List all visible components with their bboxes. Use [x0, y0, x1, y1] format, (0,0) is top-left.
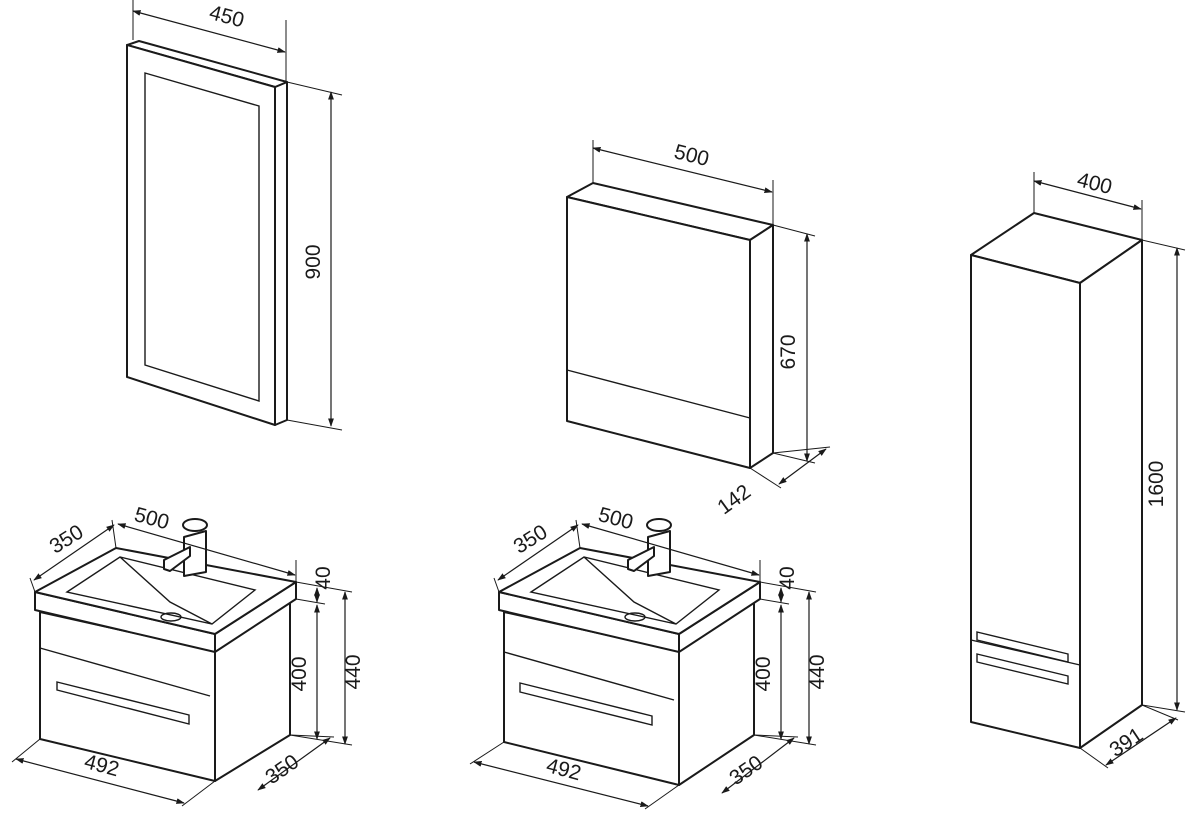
tall-cabinet-side [1079, 239, 1143, 749]
mirror-cabinet-side [749, 224, 774, 469]
mirror-frame [126, 44, 276, 426]
vanity-right-drawer-split [503, 651, 675, 701]
mirror-cabinet-height-dimension: 670 [772, 224, 816, 464]
tall-cabinet-handle-upper [976, 631, 1069, 663]
vanity-left-drain [160, 612, 182, 622]
mirror-height-dimension: 900 [286, 81, 343, 431]
tall-cabinet-height-dimension: 1600 [1141, 239, 1186, 713]
vanity-left-height-dimensions: 40 400 440 [288, 566, 365, 746]
vanity-left [34, 518, 297, 782]
vanity-right-top-thickness-label: 40 [776, 566, 799, 589]
mirror-side [274, 81, 288, 426]
vanity-left-drawer-split [39, 647, 211, 697]
tall-cabinet-handle-lower [976, 653, 1069, 685]
vanity-left-body-height-label: 400 [288, 656, 311, 691]
vanity-left-drawer-handle [56, 681, 190, 725]
vanity-right [498, 518, 761, 786]
mirror-cabinet-front [566, 196, 751, 469]
mirror-cabinet-width-label: 500 [672, 140, 712, 171]
vanity-left-total-height-label: 440 [342, 654, 365, 689]
mirror-width-label: 450 [207, 1, 247, 32]
vanity-left-sink-depth-label: 350 [46, 520, 88, 558]
mirror-height-label: 900 [302, 244, 325, 279]
vanity-right-drain [624, 612, 646, 622]
vanity-right-base-depth-label: 350 [725, 751, 767, 790]
mirror-cabinet-shelf-line [566, 369, 751, 419]
vanity-right-total-height-label: 440 [806, 654, 829, 689]
mirror-cabinet [566, 182, 774, 469]
vanity-right-drawer-handle [519, 682, 653, 726]
vanity-right-body-height-label: 400 [752, 656, 775, 691]
tall-cabinet-height-label: 1600 [1145, 461, 1168, 508]
mirror-cabinet-depth-label: 142 [713, 480, 755, 519]
tall-cabinet-depth-label: 391 [1105, 723, 1147, 762]
mirror-cabinet-height-label: 670 [777, 334, 800, 369]
vanity-right-height-dimensions: 40 400 440 [752, 566, 829, 746]
tall-cabinet-width-dimension: 400 [1033, 168, 1143, 240]
vanity-left-top-thickness-label: 40 [312, 566, 335, 589]
tall-cabinet [970, 212, 1143, 749]
vanity-right-sink-depth-label: 350 [510, 520, 552, 558]
tall-cabinet-width-label: 400 [1075, 168, 1115, 199]
mirror-glass [144, 72, 260, 402]
mirror [126, 40, 288, 426]
